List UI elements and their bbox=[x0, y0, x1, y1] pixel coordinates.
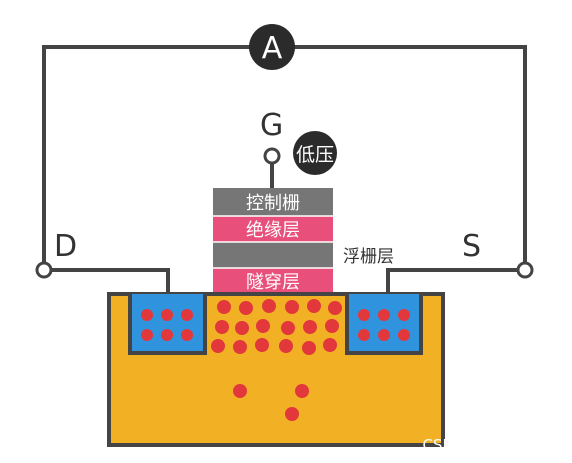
electron bbox=[181, 329, 193, 341]
electron bbox=[217, 300, 231, 314]
gate-stack: 控制栅 绝缘层 隧穿层 bbox=[213, 188, 333, 294]
electron bbox=[398, 309, 410, 321]
drain-well bbox=[128, 294, 207, 355]
control-gate-label: 控制栅 bbox=[246, 193, 300, 214]
watermark: CSDN @一只青木呀 bbox=[422, 436, 560, 454]
electron bbox=[256, 319, 270, 333]
electron bbox=[211, 339, 225, 353]
electron bbox=[215, 320, 229, 334]
electron bbox=[161, 329, 173, 341]
electron bbox=[285, 300, 299, 314]
electron bbox=[398, 329, 410, 341]
electron bbox=[262, 299, 276, 313]
electron bbox=[279, 339, 293, 353]
electron bbox=[378, 329, 390, 341]
control-gate-layer bbox=[213, 188, 333, 216]
gate-label: G bbox=[260, 108, 283, 143]
electron bbox=[161, 309, 173, 321]
electron bbox=[281, 321, 295, 335]
drain-label: D bbox=[54, 229, 77, 264]
insulator-layer bbox=[213, 216, 333, 242]
electron bbox=[307, 299, 321, 313]
electron bbox=[358, 329, 370, 341]
electron bbox=[378, 309, 390, 321]
electron bbox=[141, 329, 153, 341]
electron bbox=[323, 338, 337, 352]
electron bbox=[303, 320, 317, 334]
source-wire bbox=[386, 268, 525, 296]
low-voltage-badge bbox=[293, 131, 337, 175]
electron bbox=[233, 384, 247, 398]
electron bbox=[239, 301, 253, 315]
electron bbox=[358, 309, 370, 321]
drain-terminal bbox=[35, 261, 53, 279]
ammeter-label: A bbox=[262, 31, 283, 66]
source-terminal bbox=[516, 261, 534, 279]
gate-terminal bbox=[263, 147, 281, 165]
source-well bbox=[345, 294, 423, 355]
floating-gate-label: 浮栅层 bbox=[343, 247, 394, 267]
source-label: S bbox=[462, 229, 481, 264]
electron bbox=[233, 340, 247, 354]
electron bbox=[181, 309, 193, 321]
electron bbox=[295, 384, 309, 398]
electron bbox=[235, 321, 249, 335]
ammeter-badge bbox=[249, 24, 295, 70]
electron bbox=[325, 319, 339, 333]
electron bbox=[255, 338, 269, 352]
electron bbox=[285, 407, 299, 421]
floating-gate-layer bbox=[213, 242, 333, 268]
tunnel-label: 隧穿层 bbox=[246, 272, 300, 293]
electron bbox=[302, 341, 316, 355]
drain-wire bbox=[44, 268, 170, 296]
low-voltage-label: 低压 bbox=[296, 144, 334, 166]
insulator-label: 绝缘层 bbox=[246, 220, 300, 241]
electron bbox=[328, 301, 342, 315]
tunnel-layer bbox=[213, 268, 333, 294]
electron bbox=[141, 309, 153, 321]
